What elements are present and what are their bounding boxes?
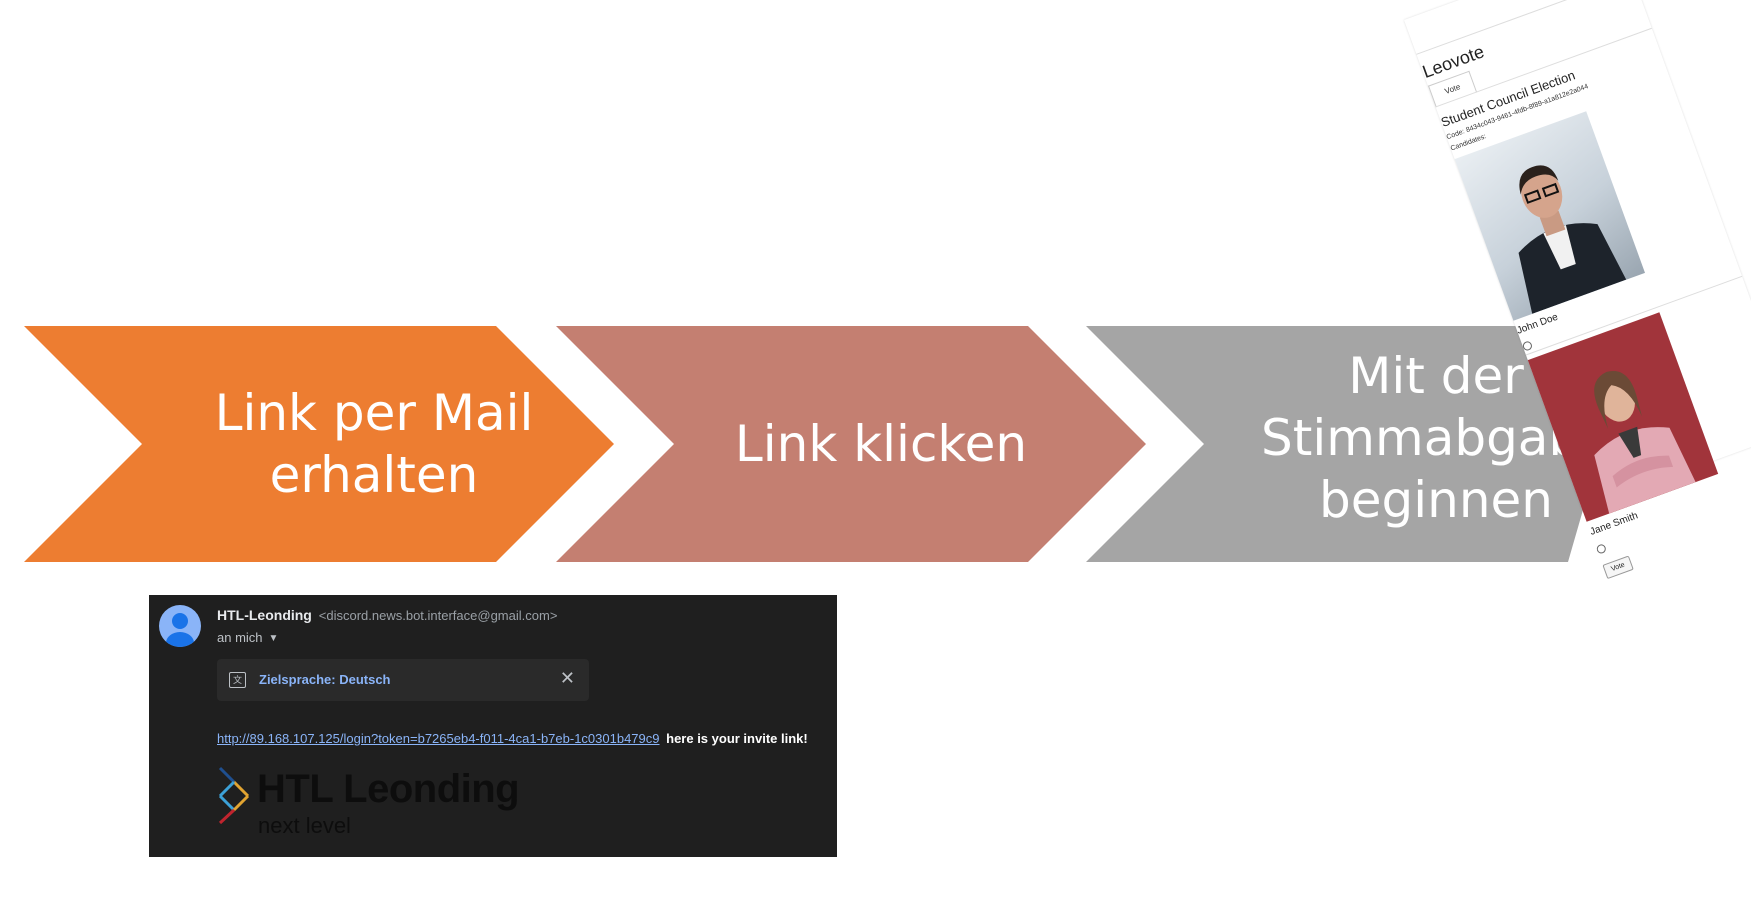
recipient-label: an mich xyxy=(217,630,263,645)
email-screenshot: HTL-Leonding <discord.news.bot.interface… xyxy=(149,595,837,857)
step-click-link: Link klicken xyxy=(556,326,1146,562)
sender-name: HTL-Leonding xyxy=(217,607,312,623)
candidate-photo xyxy=(1527,312,1719,522)
translate-icon: 文 xyxy=(229,672,246,688)
step-label: Link klicken xyxy=(734,415,1028,473)
htl-logo-icon xyxy=(218,766,250,825)
step-start-voting: Mit der Stimmabgabe beginnen xyxy=(1086,326,1602,562)
vote-button[interactable]: Vote xyxy=(1602,555,1634,580)
translate-bar: 文 Zielsprache: Deutsch ✕ xyxy=(217,659,589,701)
close-icon[interactable]: ✕ xyxy=(559,668,575,688)
step-label: Link per Mail erhalten xyxy=(214,384,534,504)
caret-down-icon: ▼ xyxy=(268,633,279,644)
avatar xyxy=(159,605,201,647)
recipient-toggle[interactable]: an mich ▼ xyxy=(217,630,278,645)
translate-language-link[interactable]: Zielsprache: Deutsch xyxy=(259,672,391,687)
candidate-radio[interactable] xyxy=(1521,340,1534,352)
sender-email: <discord.news.bot.interface@gmail.com> xyxy=(318,608,558,623)
logo-name: HTL Leonding xyxy=(257,767,520,811)
voting-page-screenshot: Leovote Vote Student Council Election Co… xyxy=(1404,0,1751,580)
invite-link[interactable]: http://89.168.107.125/login?token=b7265e… xyxy=(217,731,660,746)
step-label: Mit der Stimmabgabe beginnen xyxy=(1261,347,1611,529)
email-sender: HTL-Leonding <discord.news.bot.interface… xyxy=(217,607,557,623)
email-body: http://89.168.107.125/login?token=b7265e… xyxy=(217,731,808,746)
candidate-radio[interactable] xyxy=(1595,543,1608,555)
logo-tagline: next level xyxy=(258,813,351,838)
candidate-photo xyxy=(1454,111,1646,321)
step-receive-link: Link per Mail erhalten xyxy=(24,326,614,562)
invite-text: here is your invite link! xyxy=(666,731,808,746)
